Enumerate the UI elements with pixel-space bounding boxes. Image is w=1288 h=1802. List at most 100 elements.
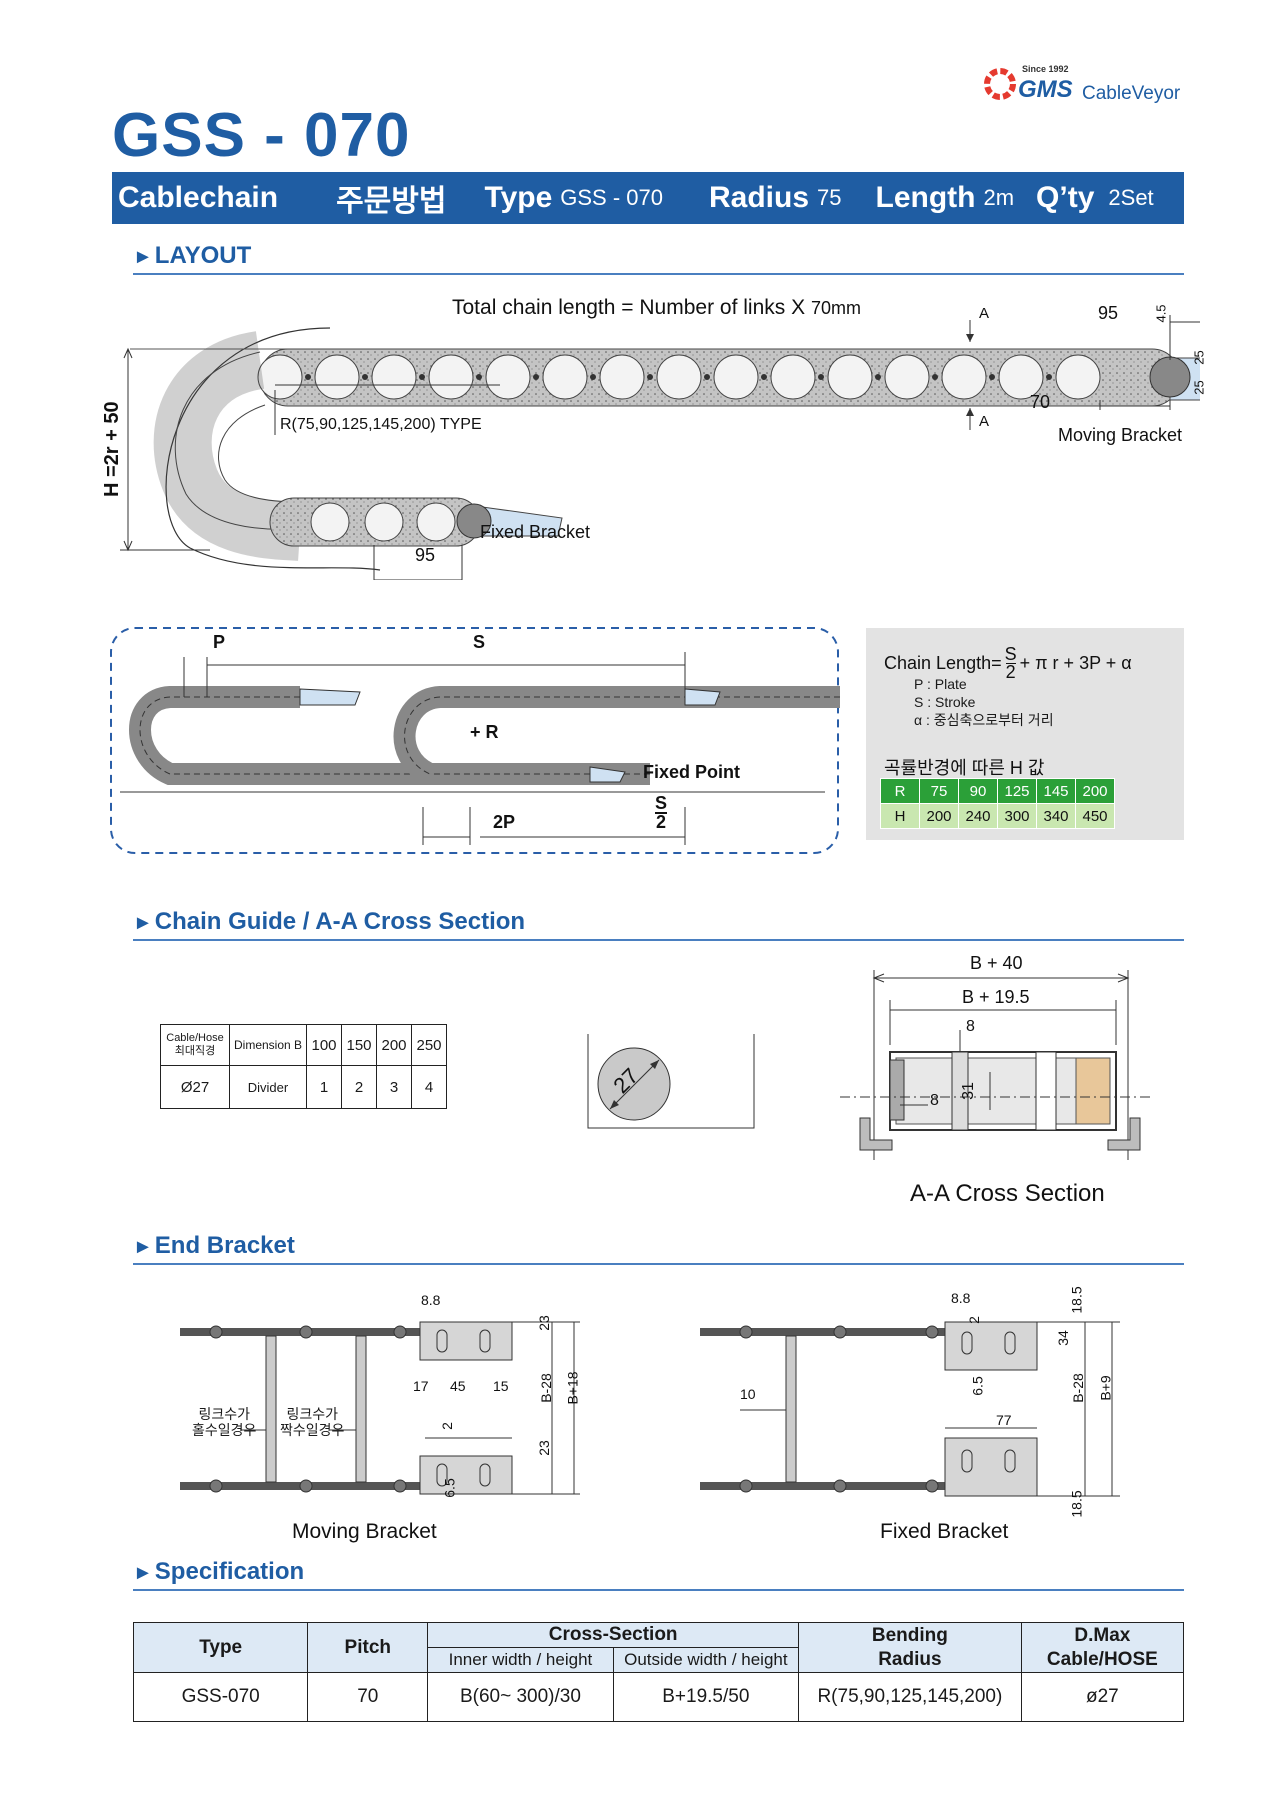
moving-dim-8-8: 8.8 bbox=[421, 1292, 441, 1308]
moving-dim-23-top: 23 bbox=[535, 1315, 552, 1331]
triangle-bullet-icon: ► bbox=[133, 1562, 153, 1584]
gms-logo: Since 1992 GMS CableVeyor bbox=[982, 62, 1192, 112]
dim-70: 70 bbox=[1030, 392, 1051, 412]
fixed-dim-77: 77 bbox=[996, 1412, 1012, 1428]
section-divider bbox=[133, 1263, 1184, 1265]
spec-inner-cell: B(60~ 300)/30 bbox=[427, 1672, 614, 1722]
moving-dim-45: 45 bbox=[450, 1378, 466, 1394]
table-row: GSS-070 70 B(60~ 300)/30 B+19.5/50 R(75,… bbox=[132, 1672, 1185, 1722]
fixed-dim-34: 34 bbox=[1054, 1330, 1071, 1346]
cable-circle-drawing bbox=[587, 1034, 755, 1129]
r-cell: 75 bbox=[919, 778, 959, 804]
fixed-dim-b-9: B+9 bbox=[1097, 1375, 1114, 1401]
fixed-dim-8-8: 8.8 bbox=[951, 1290, 971, 1306]
r-cell: 200 bbox=[1075, 778, 1115, 804]
dim-25-b: 25 bbox=[1191, 380, 1207, 395]
stroke-s-label: S bbox=[473, 632, 486, 652]
dim-8-top: 8 bbox=[966, 1018, 975, 1035]
stroke-diagram bbox=[110, 627, 840, 854]
section-specification-heading: ►Specification bbox=[133, 1558, 305, 1585]
logo-product: CableVeyor bbox=[1082, 83, 1181, 104]
section-divider bbox=[133, 273, 1184, 275]
type-label: Type bbox=[484, 181, 553, 214]
spec-header-outer: Outside width / height bbox=[612, 1647, 800, 1673]
section-divider bbox=[133, 939, 1184, 941]
fixed-dim-10: 10 bbox=[740, 1386, 756, 1402]
h-cell: 340 bbox=[1036, 803, 1076, 829]
divider-count: 2 bbox=[341, 1065, 377, 1109]
r-cell: 90 bbox=[958, 778, 998, 804]
spec-type-cell: GSS-070 bbox=[132, 1672, 309, 1722]
layout-drawing bbox=[120, 315, 1200, 580]
fixed-dim-6-5: 6.5 bbox=[969, 1376, 986, 1396]
h-cell: 200 bbox=[919, 803, 959, 829]
triangle-bullet-icon: ► bbox=[133, 246, 153, 268]
fixed-dim-b-28: B-28 bbox=[1069, 1373, 1086, 1403]
note-stroke: S : Stroke bbox=[914, 694, 976, 710]
r-cell: 145 bbox=[1036, 778, 1076, 804]
width-header: 100 bbox=[306, 1024, 342, 1066]
fixed-dim-18-5-top: 18.5 bbox=[1068, 1286, 1085, 1314]
spec-outer-cell: B+19.5/50 bbox=[612, 1672, 800, 1722]
moving-bracket-drawing bbox=[180, 1321, 580, 1495]
moving-dim-17: 17 bbox=[413, 1378, 429, 1394]
dim-25-a: 25 bbox=[1191, 350, 1207, 365]
divider-label-cell: Divider bbox=[229, 1065, 307, 1109]
spec-header-cross-section: Cross-Section bbox=[427, 1622, 800, 1648]
h-dimension-label: H =2r + 50 bbox=[101, 401, 123, 497]
divider-count: 1 bbox=[306, 1065, 342, 1109]
spec-radius-cell: R(75,90,125,145,200) bbox=[798, 1672, 1022, 1722]
dim-95-bottom: 95 bbox=[415, 545, 436, 565]
formula-notes: P : Plate S : Stroke α : 중심축으로부터 거리 bbox=[914, 675, 1054, 729]
fixed-bracket-caption: Fixed Bracket bbox=[880, 1520, 1009, 1543]
two-p-label: 2P bbox=[493, 812, 516, 832]
qty-label: Q’ty bbox=[1036, 181, 1095, 214]
dim-b-plus-19-5: B + 19.5 bbox=[962, 987, 1030, 1007]
section-layout-heading: ►LAYOUT bbox=[133, 242, 252, 269]
radius-value: 75 bbox=[817, 185, 842, 210]
total-length-label: Total chain length = Number of links X 7… bbox=[452, 296, 861, 319]
order-method-label: 주문방법 bbox=[336, 185, 447, 218]
spec-header-inner: Inner width / height bbox=[427, 1647, 614, 1673]
h-value-table-title: 곡률반경에 따른 H 값 bbox=[884, 758, 1045, 778]
moving-bracket-label: Moving Bracket bbox=[1058, 425, 1183, 445]
h-cell: 300 bbox=[997, 803, 1037, 829]
moving-dim-23-bottom: 23 bbox=[535, 1440, 552, 1456]
dimension-b-header: Dimension B bbox=[229, 1024, 307, 1066]
order-bar: Cablechain 주문방법 Type GSS - 070 Radius 75… bbox=[112, 172, 1184, 224]
cable-dia-cell: Ø27 bbox=[160, 1065, 230, 1109]
radius-type-label: R(75,90,125,145,200) TYPE bbox=[280, 416, 482, 433]
cross-section-drawing bbox=[840, 970, 1150, 1160]
moving-dim-6-5: 6.5 bbox=[441, 1478, 458, 1498]
note-alpha: α : 중심축으로부터 거리 bbox=[914, 712, 1054, 728]
section-marker-a-top: A bbox=[979, 305, 990, 322]
dim-31: 31 bbox=[959, 1082, 977, 1100]
dim-b-plus-40: B + 40 bbox=[970, 953, 1023, 973]
fixed-dim-18-5-bottom: 18.5 bbox=[1068, 1490, 1085, 1518]
r-cell: R bbox=[880, 778, 920, 804]
qty-value: 2Set bbox=[1108, 185, 1154, 210]
moving-dim-2: 2 bbox=[438, 1422, 455, 1430]
h-cell: H bbox=[880, 803, 920, 829]
fixed-bracket-drawing bbox=[700, 1321, 1120, 1497]
triangle-bullet-icon: ► bbox=[133, 912, 153, 934]
cablechain-label: Cablechain bbox=[118, 181, 279, 214]
section-divider bbox=[133, 1589, 1184, 1591]
section-chain-guide-heading: ►Chain Guide / A-A Cross Section bbox=[133, 908, 526, 935]
dim-95-top: 95 bbox=[1098, 303, 1119, 323]
triangle-bullet-icon: ► bbox=[133, 1236, 153, 1258]
moving-bracket-caption: Moving Bracket bbox=[292, 1520, 437, 1543]
logo-since: Since 1992 bbox=[1022, 64, 1069, 74]
h-cell: 240 bbox=[958, 803, 998, 829]
spec-header-pitch: Pitch bbox=[307, 1622, 429, 1673]
